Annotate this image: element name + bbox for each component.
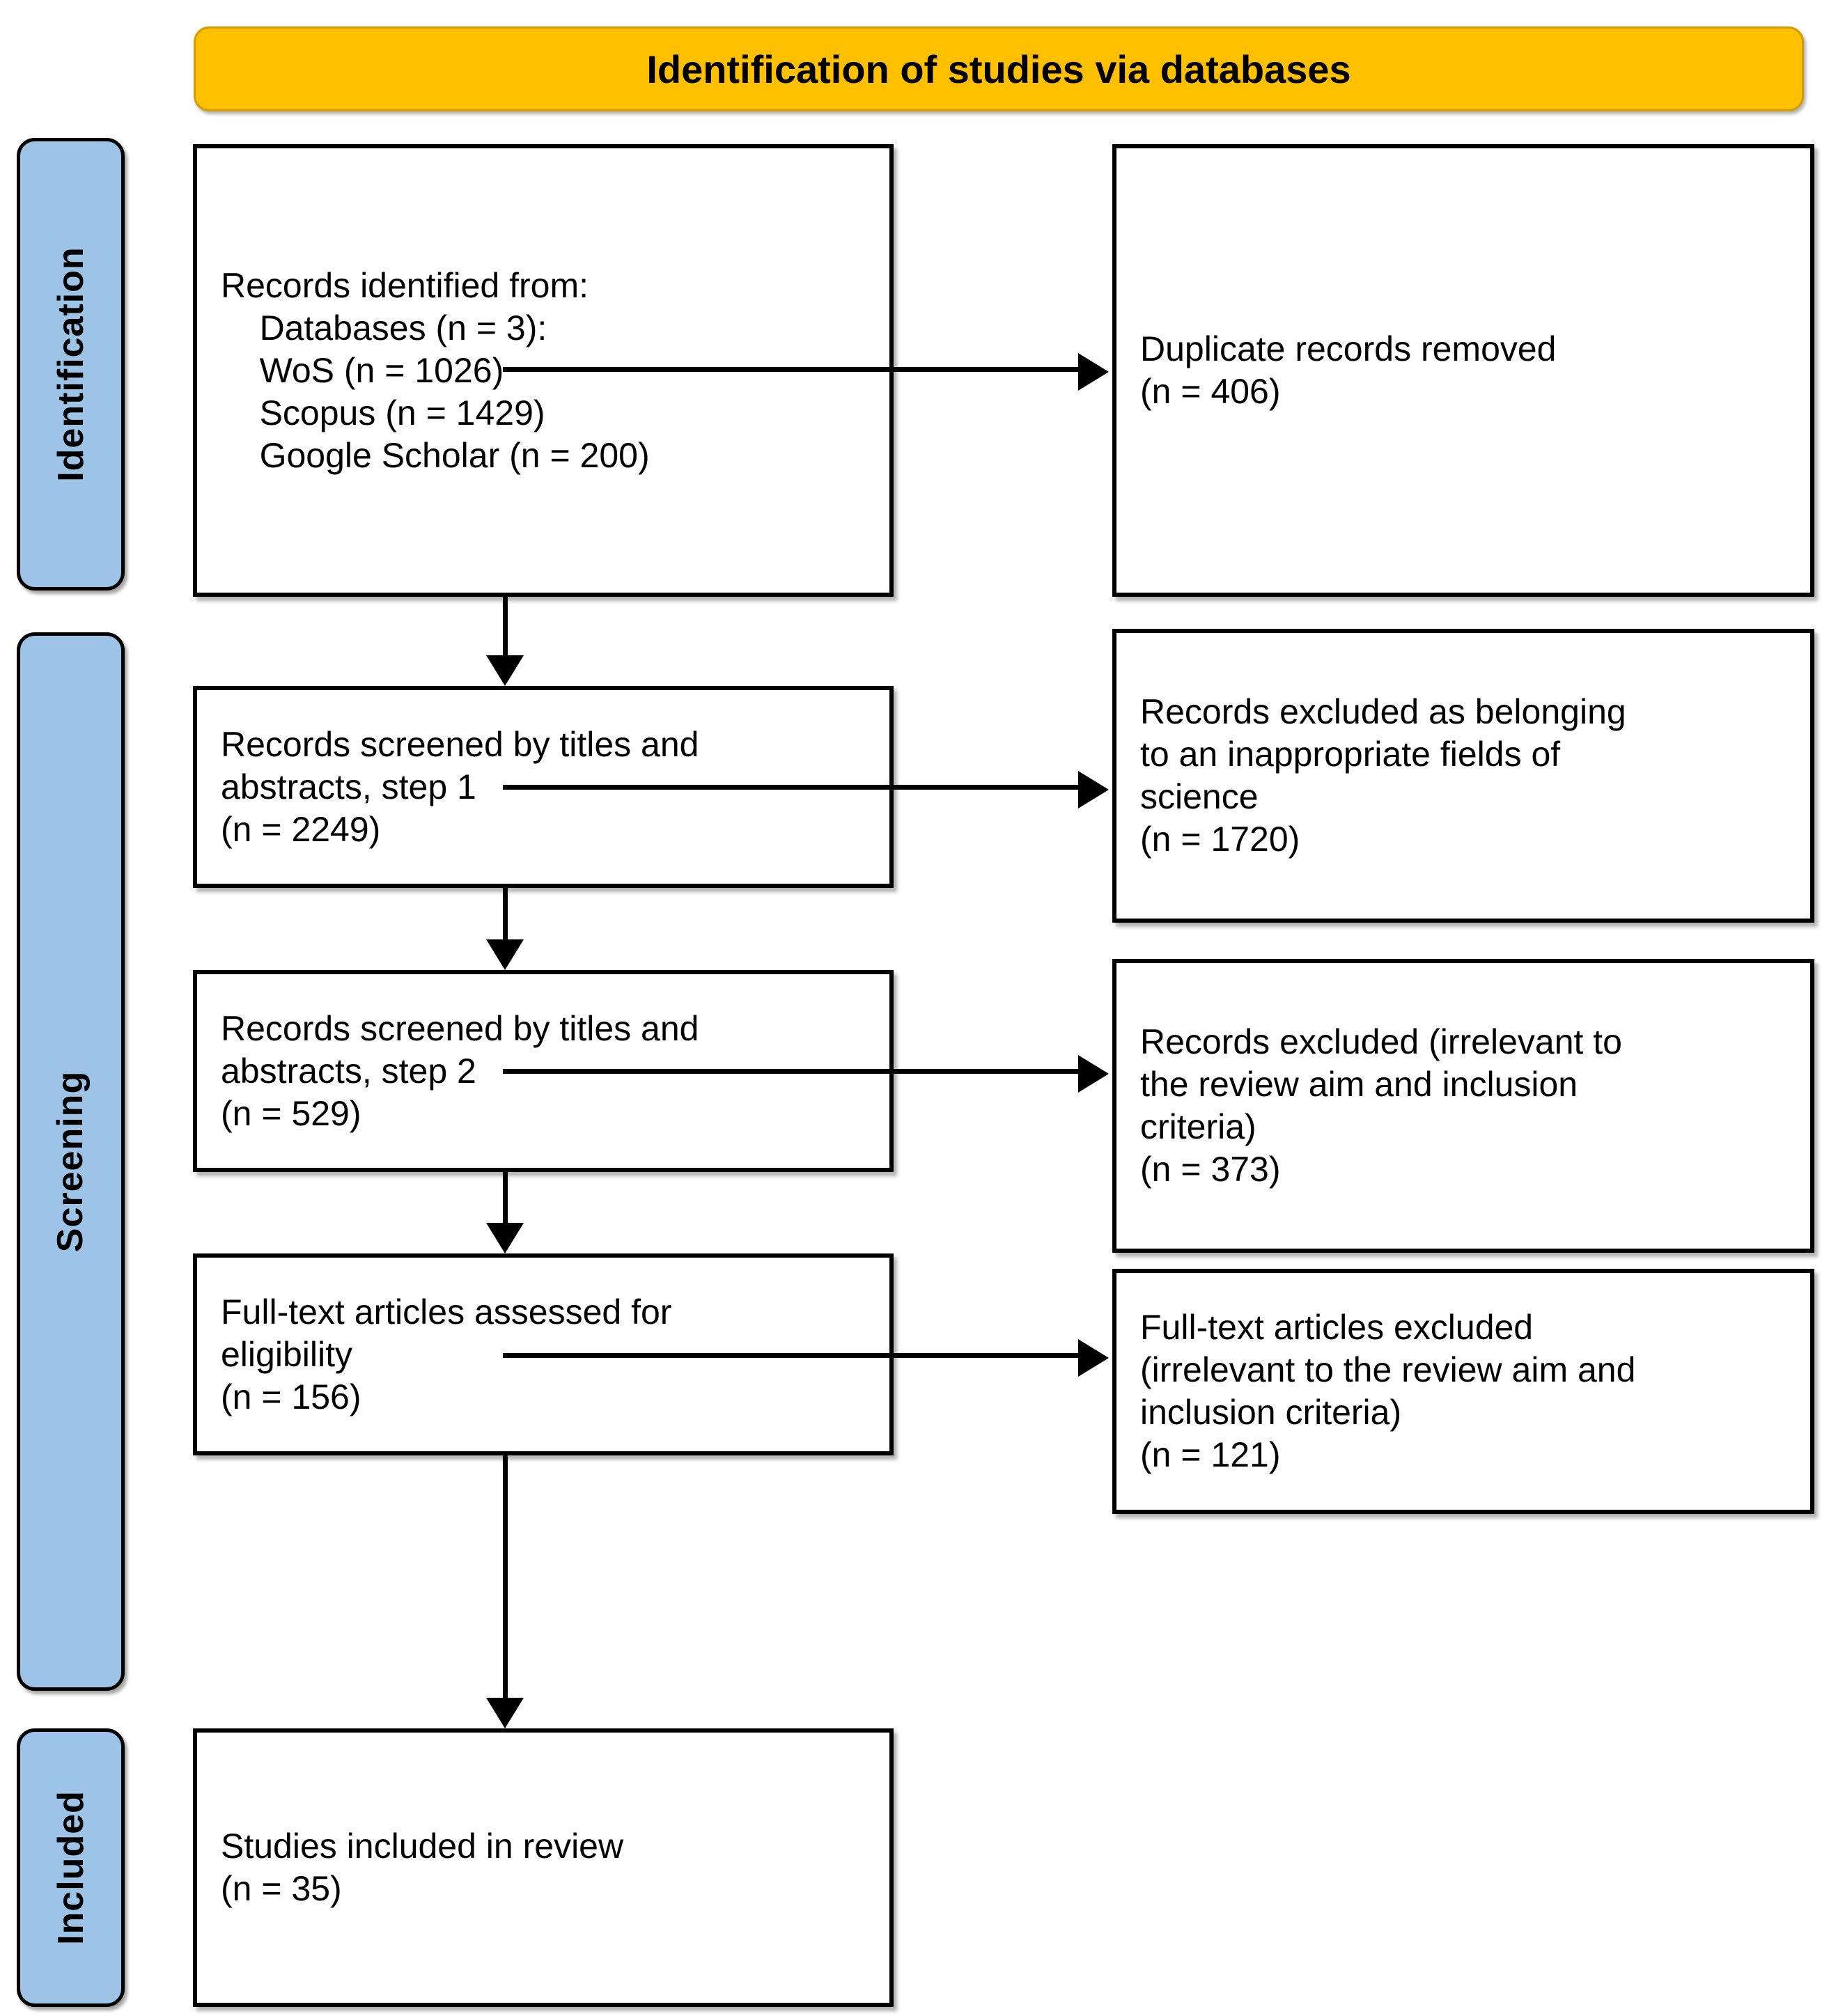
stage-label-identification-text: Identification xyxy=(50,247,91,482)
connector-fulltext-to-included-arrowhead-icon xyxy=(486,1698,524,1728)
connector-identified-to-screen1-arrowhead-icon xyxy=(486,655,524,686)
connector-screen1-to-screen2-arrowhead-icon xyxy=(486,939,524,970)
connector-fulltext-to-excluded3-line xyxy=(503,1353,1081,1358)
stage-label-included-text: Included xyxy=(50,1790,91,1945)
box-fulltext-excluded: Full-text articles excluded (irrelevant … xyxy=(1112,1269,1814,1514)
connector-fulltext-to-excluded3-arrowhead-icon xyxy=(1078,1339,1109,1377)
box-duplicate-records-removed: Duplicate records removed (n = 406) xyxy=(1112,144,1814,597)
box-records-excluded-fields: Records excluded as belonging to an inap… xyxy=(1112,629,1814,923)
connector-screen2-to-excluded2-arrowhead-icon xyxy=(1078,1055,1109,1093)
connector-identified-to-duplicates-line xyxy=(503,367,1081,372)
banner-title: Identification of studies via databases xyxy=(646,47,1351,91)
connector-fulltext-to-included-line xyxy=(503,1455,508,1702)
box-duplicate-records-removed-text: Duplicate records removed (n = 406) xyxy=(1140,329,1557,411)
box-records-screened-step1-text: Records screened by titles and abstracts… xyxy=(221,724,699,849)
connector-identified-to-screen1-line xyxy=(503,597,508,659)
box-studies-included: Studies included in review (n = 35) xyxy=(193,1728,894,2007)
box-studies-included-text: Studies included in review (n = 35) xyxy=(221,1827,624,1908)
connector-screen2-to-excluded2-line xyxy=(503,1069,1081,1074)
box-fulltext-excluded-text: Full-text articles excluded (irrelevant … xyxy=(1140,1308,1636,1474)
box-records-excluded-fields-text: Records excluded as belonging to an inap… xyxy=(1140,692,1626,859)
box-records-excluded-irrelevant: Records excluded (irrelevant to the revi… xyxy=(1112,959,1814,1253)
connector-screen1-to-excluded1-arrowhead-icon xyxy=(1078,771,1109,808)
connector-identified-to-duplicates-arrowhead-icon xyxy=(1078,353,1109,391)
box-fulltext-assessed-text: Full-text articles assessed for eligibil… xyxy=(221,1292,672,1416)
identification-banner: Identification of studies via databases xyxy=(194,26,1804,111)
box-records-screened-step2-text: Records screened by titles and abstracts… xyxy=(221,1008,699,1133)
stage-label-identification: Identification xyxy=(17,138,125,591)
connector-screen2-to-fulltext-line xyxy=(503,1172,508,1227)
connector-screen1-to-excluded1-line xyxy=(503,785,1081,790)
stage-label-screening-text: Screening xyxy=(50,1070,91,1253)
box-records-excluded-irrelevant-text: Records excluded (irrelevant to the revi… xyxy=(1140,1022,1622,1189)
stage-label-screening: Screening xyxy=(17,632,125,1691)
connector-screen2-to-fulltext-arrowhead-icon xyxy=(486,1223,524,1253)
connector-screen1-to-screen2-line xyxy=(503,888,508,944)
stage-label-included: Included xyxy=(17,1728,125,2007)
box-records-identified-text: Records identified from: Databases (n = … xyxy=(221,265,650,475)
